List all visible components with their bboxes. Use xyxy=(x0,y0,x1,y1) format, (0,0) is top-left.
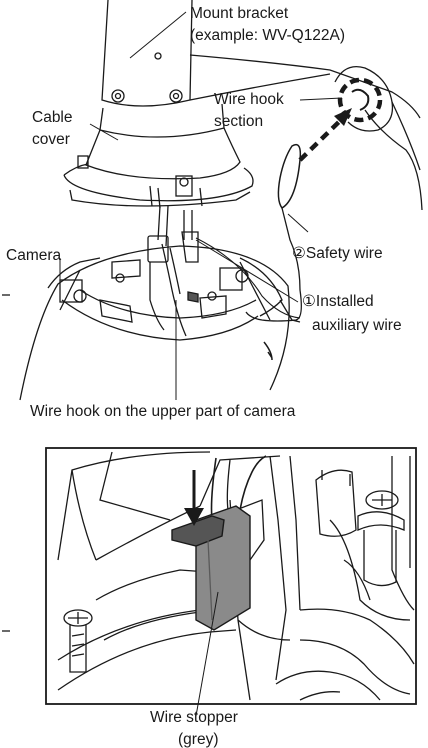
hook-direction-arrow xyxy=(298,108,352,162)
detail-interior xyxy=(57,451,415,701)
cable-cover xyxy=(63,103,254,209)
top-figure xyxy=(2,0,423,401)
leader-lines xyxy=(59,11,343,400)
bottom-figure xyxy=(2,447,417,717)
label-cable-cover-1: Cable xyxy=(32,109,73,126)
label-wire-hook-section-2: section xyxy=(214,113,263,130)
label-safety-wire: ②Safety wire xyxy=(292,245,383,262)
label-cable-cover-2: cover xyxy=(32,131,70,148)
stopper-down-arrow xyxy=(184,470,204,526)
mount-bracket xyxy=(101,0,421,119)
right-screw-post xyxy=(315,469,405,601)
left-screw xyxy=(63,609,93,673)
label-wire-stopper-1: Wire stopper xyxy=(150,709,238,726)
label-installed-aux-wire-1: ①Installed xyxy=(302,293,374,310)
label-wire-hook-upper: Wire hook on the upper part of camera xyxy=(30,403,296,420)
safety-wire xyxy=(195,143,302,322)
wire-hook-section xyxy=(334,65,423,211)
detail-frame xyxy=(45,447,417,705)
wire-hook-highlight-circle xyxy=(337,77,383,123)
label-camera: Camera xyxy=(6,247,62,264)
label-mount-bracket-1: Mount bracket xyxy=(190,5,289,22)
label-wire-hook-section-1: Wire hook xyxy=(214,91,284,108)
cables xyxy=(147,205,199,337)
label-mount-bracket-2: (example: WV-Q122A) xyxy=(190,27,345,44)
camera-body xyxy=(19,245,301,401)
label-installed-aux-wire-2: auxiliary wire xyxy=(312,317,402,334)
wire-stopper-leader xyxy=(195,591,219,717)
wire-stopper xyxy=(171,505,251,631)
label-wire-stopper-2: (grey) xyxy=(178,731,218,748)
